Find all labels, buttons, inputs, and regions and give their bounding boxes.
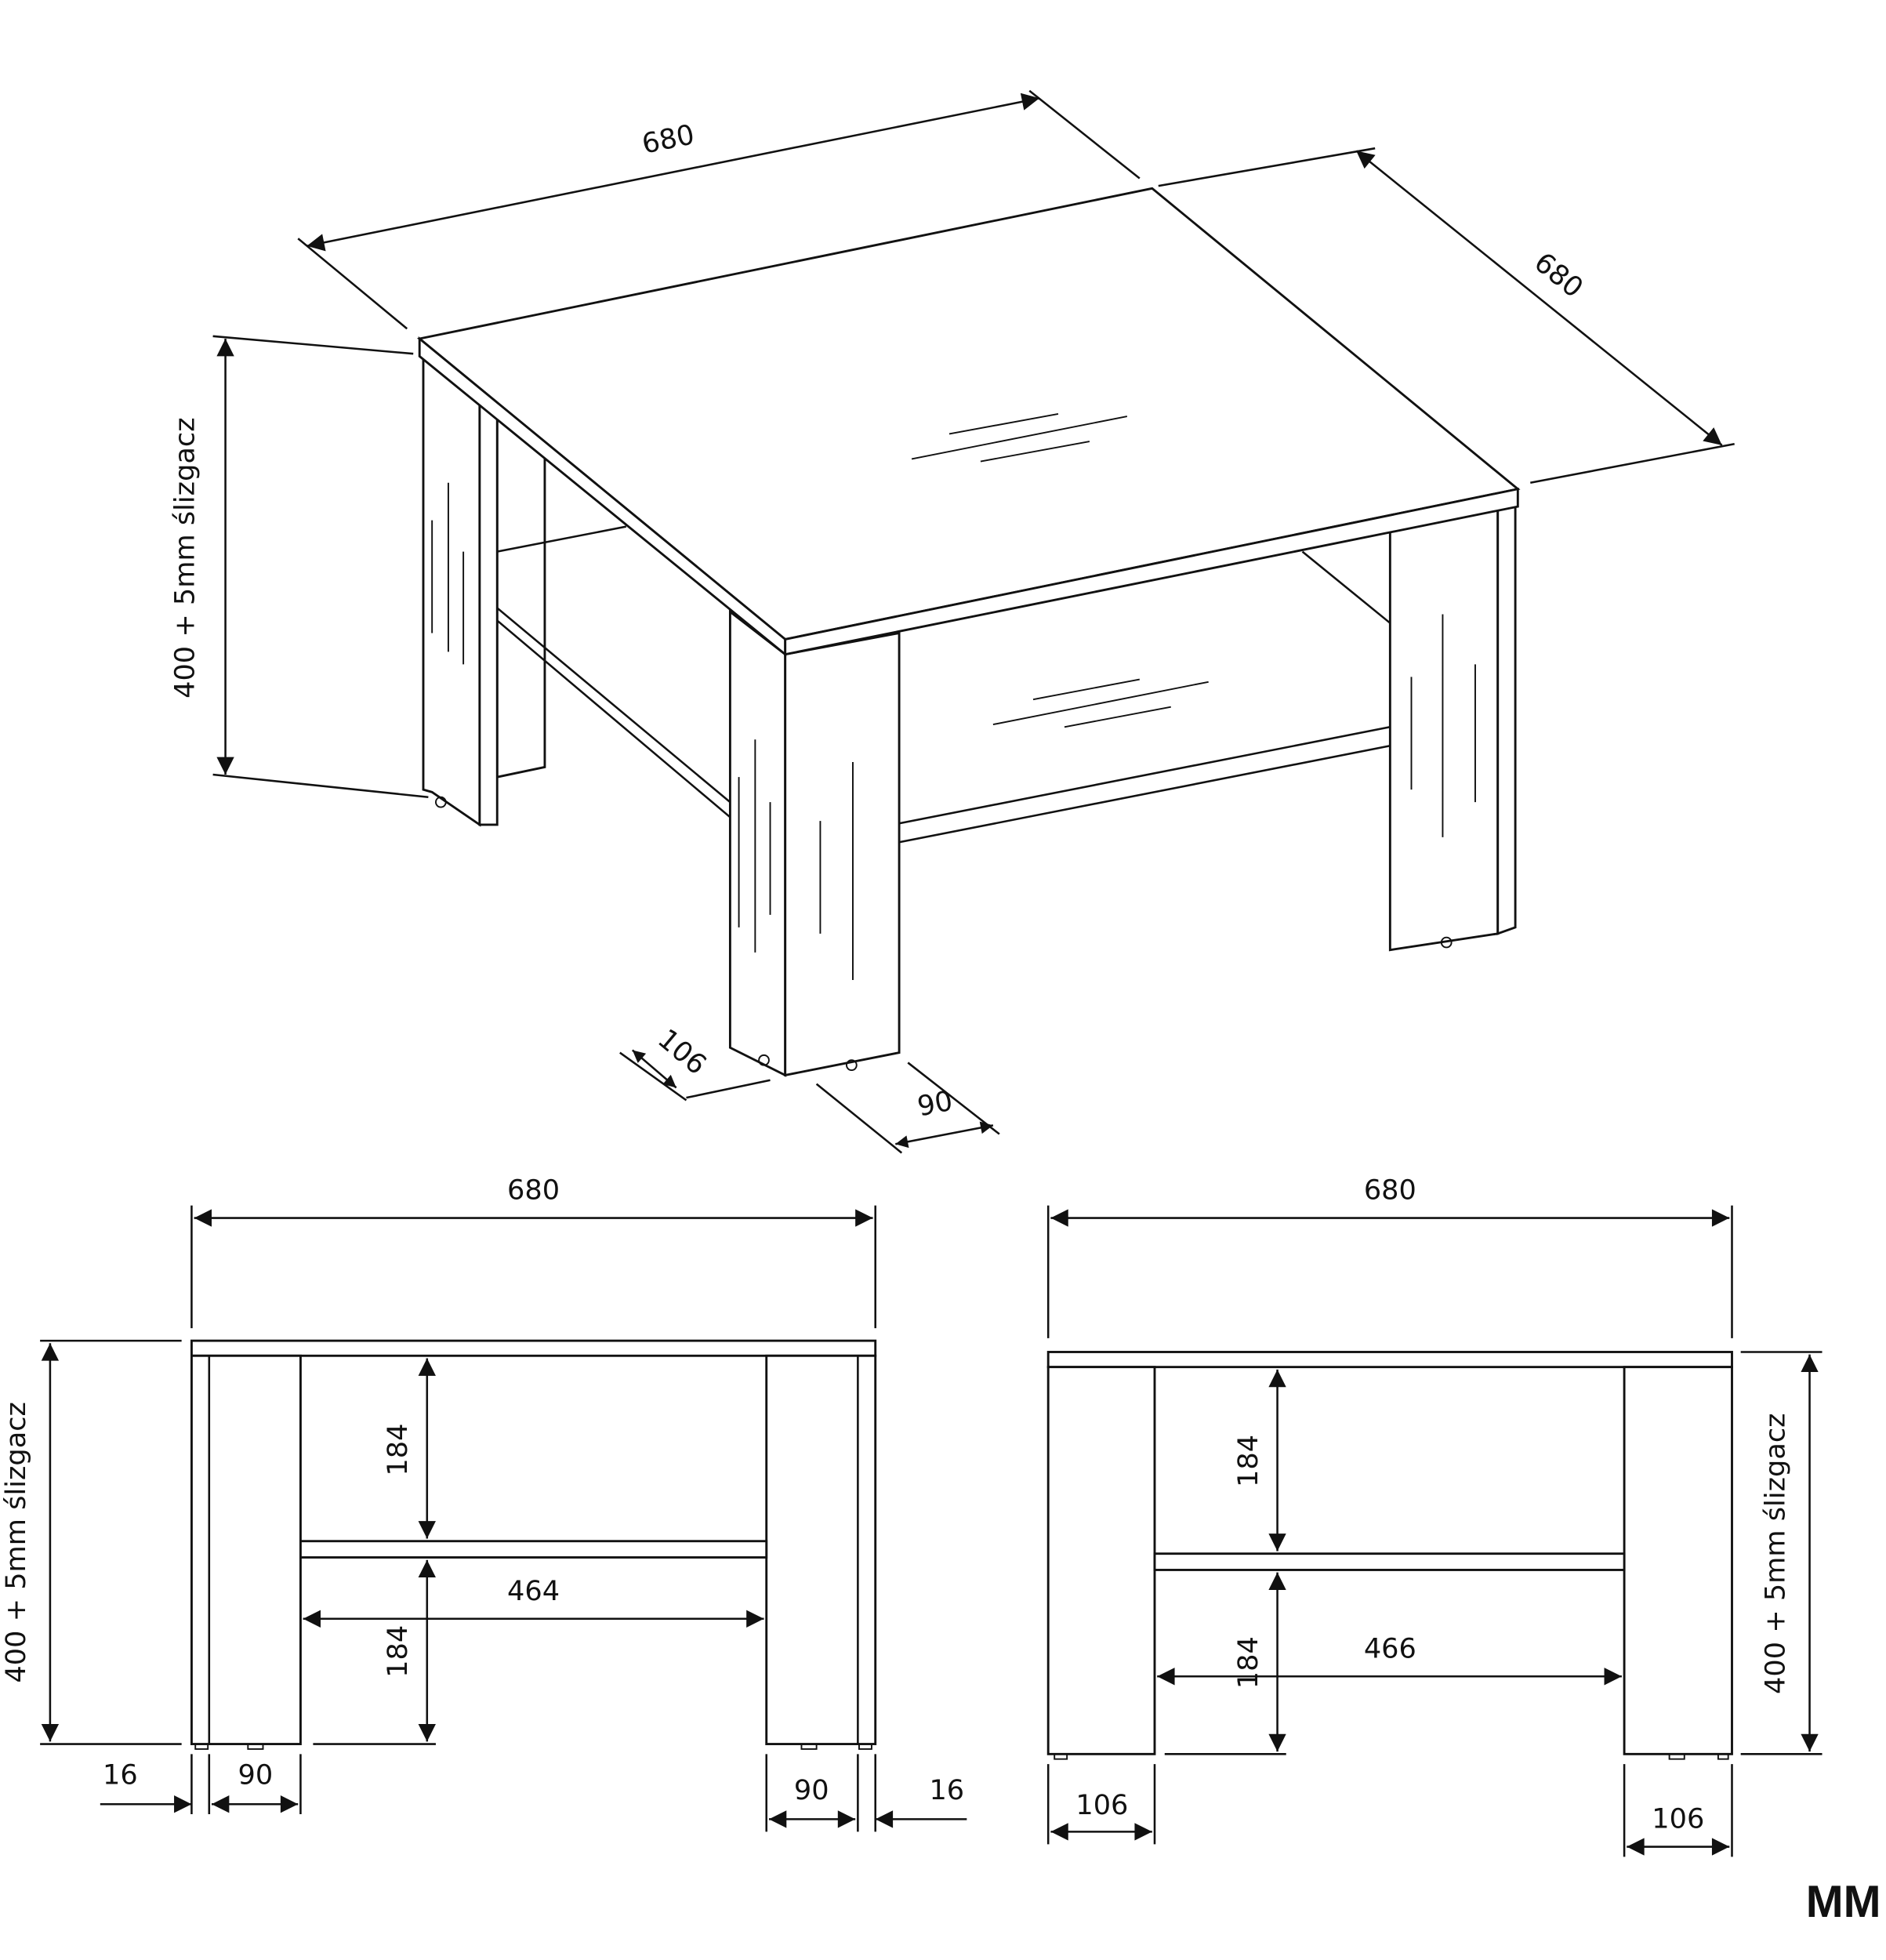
side-view: 680 400 + 5mm ślizgacz 184 184 466 106 1…	[1046, 1174, 1823, 1857]
units-badge: MM	[1806, 1877, 1881, 1927]
iso-width-label: 680	[639, 118, 697, 161]
side-width-label: 680	[1364, 1174, 1416, 1207]
front-width-label: 680	[507, 1174, 560, 1207]
side-right-leg-label: 106	[1652, 1803, 1704, 1835]
iso-dim-leg-width: 90	[815, 1062, 1000, 1154]
front-lower-gap-label: 184	[382, 1625, 414, 1678]
iso-right-leg	[1388, 503, 1517, 952]
side-lower-gap-label: 184	[1232, 1636, 1264, 1689]
iso-front-leg	[728, 609, 901, 1077]
iso-dim-height: 400 + 5mm ślizgacz	[169, 335, 429, 799]
iso-shelf	[496, 525, 1391, 844]
iso-dim-width: 680	[297, 89, 1141, 330]
side-inner-width-label: 466	[1364, 1632, 1416, 1664]
front-upper-gap-label: 184	[382, 1424, 414, 1476]
side-upper-gap-label: 184	[1232, 1435, 1264, 1487]
front-right-leg-label: 90	[794, 1774, 829, 1806]
iso-height-label: 400 + 5mm ślizgacz	[169, 417, 201, 699]
side-height-label: 400 + 5mm ślizgacz	[1760, 1413, 1792, 1694]
front-left-leg-label: 90	[238, 1759, 274, 1791]
front-height-label: 400 + 5mm ślizgacz	[0, 1402, 32, 1683]
front-view: 680 400 + 5mm ślizgacz 184 184 464 16 90…	[0, 1174, 967, 1832]
side-left-leg-label: 106	[1075, 1789, 1128, 1821]
front-left-panel-label: 16	[103, 1759, 138, 1791]
iso-tabletop	[416, 187, 1521, 728]
iso-left-leg	[422, 354, 499, 827]
isometric-view: 680 680 400 + 5mm ślizgacz 106 90	[169, 89, 1735, 1154]
iso-leg-depth-label: 106	[651, 1023, 713, 1082]
iso-leg-width-label: 90	[915, 1085, 956, 1123]
front-right-panel-label: 16	[929, 1774, 964, 1806]
front-inner-width-label: 464	[507, 1575, 560, 1607]
